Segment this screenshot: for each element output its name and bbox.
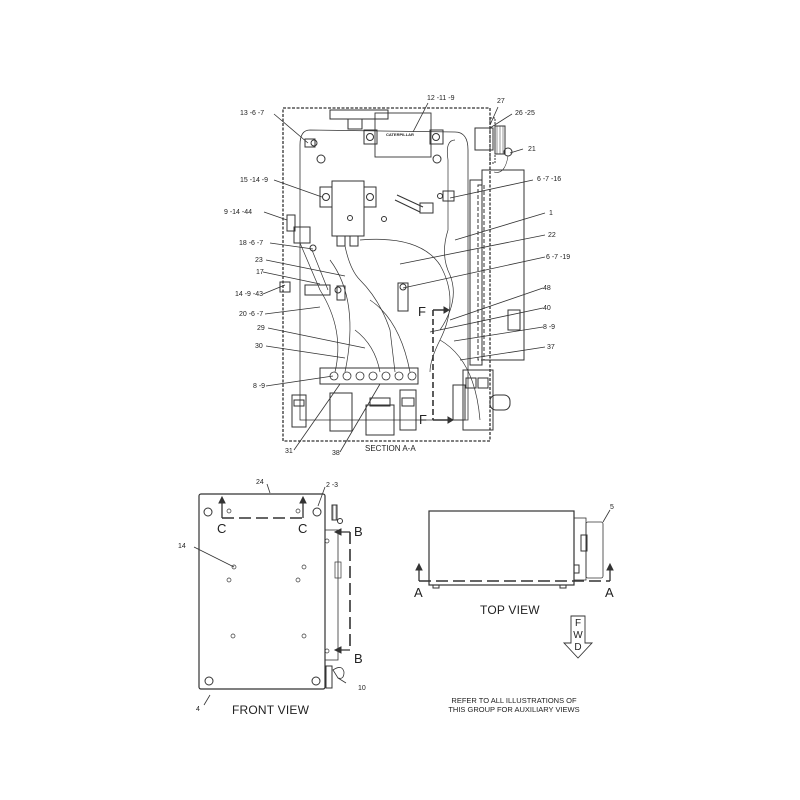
callout-26-25: 26 -25 (515, 110, 535, 117)
callout-48: 48 (543, 285, 551, 292)
section-mark-b-bottom: B (354, 651, 363, 666)
callout-9-14-44: 9 -14 -44 (224, 209, 253, 216)
section-mark-a-right: A (605, 585, 614, 600)
callout-17: 17 (256, 269, 264, 276)
callout-29: 29 (257, 325, 265, 332)
callout-20-6-7: 20 -6 -7 (239, 311, 264, 318)
callout-24: 24 (256, 479, 264, 486)
callout-2-3: 2 -3 (326, 482, 339, 489)
callout-18-6-7: 18 -6 -7 (239, 240, 264, 247)
callout-14: 14 (178, 543, 186, 550)
callout-14-9-43: 14 -9 -43 (235, 291, 264, 298)
top-view-drawing (415, 509, 614, 589)
section-mark-c-left: C (217, 521, 227, 536)
fwd-letter-d: D (574, 642, 582, 653)
callout-23: 23 (255, 257, 263, 264)
callout-6-7-19: 6 -7 -19 (546, 254, 571, 261)
callout-8-9-lower: 8 -9 (253, 383, 266, 390)
section-mark-f-bottom: F (419, 412, 427, 427)
front-view-title: FRONT VIEW (232, 703, 310, 717)
callout-10: 10 (358, 685, 366, 692)
callout-30: 30 (255, 343, 263, 350)
callout-8-9: 8 -9 (543, 324, 556, 331)
callout-31: 31 (285, 448, 293, 455)
callout-5: 5 (610, 504, 614, 511)
callout-40: 40 (543, 305, 551, 312)
fwd-arrow-icon (562, 615, 594, 659)
section-mark-c-right: C (298, 521, 308, 536)
callout-21: 21 (528, 146, 536, 153)
callout-27: 27 (497, 98, 505, 105)
callout-22: 22 (548, 232, 556, 239)
section-mark-a-left: A (414, 585, 423, 600)
auxiliary-views-note: REFER TO ALL ILLUSTRATIONS OF THIS GROUP… (414, 696, 614, 714)
callout-38: 38 (332, 450, 340, 457)
callout-13-6-7: 13 -6 -7 (240, 110, 265, 117)
callout-37: 37 (547, 344, 555, 351)
nameplate-logo: CATERPILLAR (386, 132, 414, 137)
note-line-1: REFER TO ALL ILLUSTRATIONS OF (451, 696, 577, 705)
section-mark-f-top: F (418, 304, 426, 319)
callout-1: 1 (549, 210, 553, 217)
note-line-2: THIS GROUP FOR AUXILIARY VIEWS (448, 704, 580, 714)
fwd-letter-w: W (573, 630, 583, 641)
section-a-a-title: SECTION A-A (365, 444, 416, 453)
fwd-letter-f: F (574, 618, 582, 629)
section-mark-b-top: B (354, 524, 363, 539)
top-view-title: TOP VIEW (480, 603, 540, 617)
callout-12-11-9: 12 -11 -9 (427, 95, 455, 102)
section-a-a-drawing (262, 102, 546, 453)
callout-15-14-9: 15 -14 -9 (240, 177, 269, 184)
callout-6-7-16: 6 -7 -16 (537, 176, 562, 183)
callout-4: 4 (196, 706, 200, 713)
front-view-drawing (193, 483, 351, 706)
